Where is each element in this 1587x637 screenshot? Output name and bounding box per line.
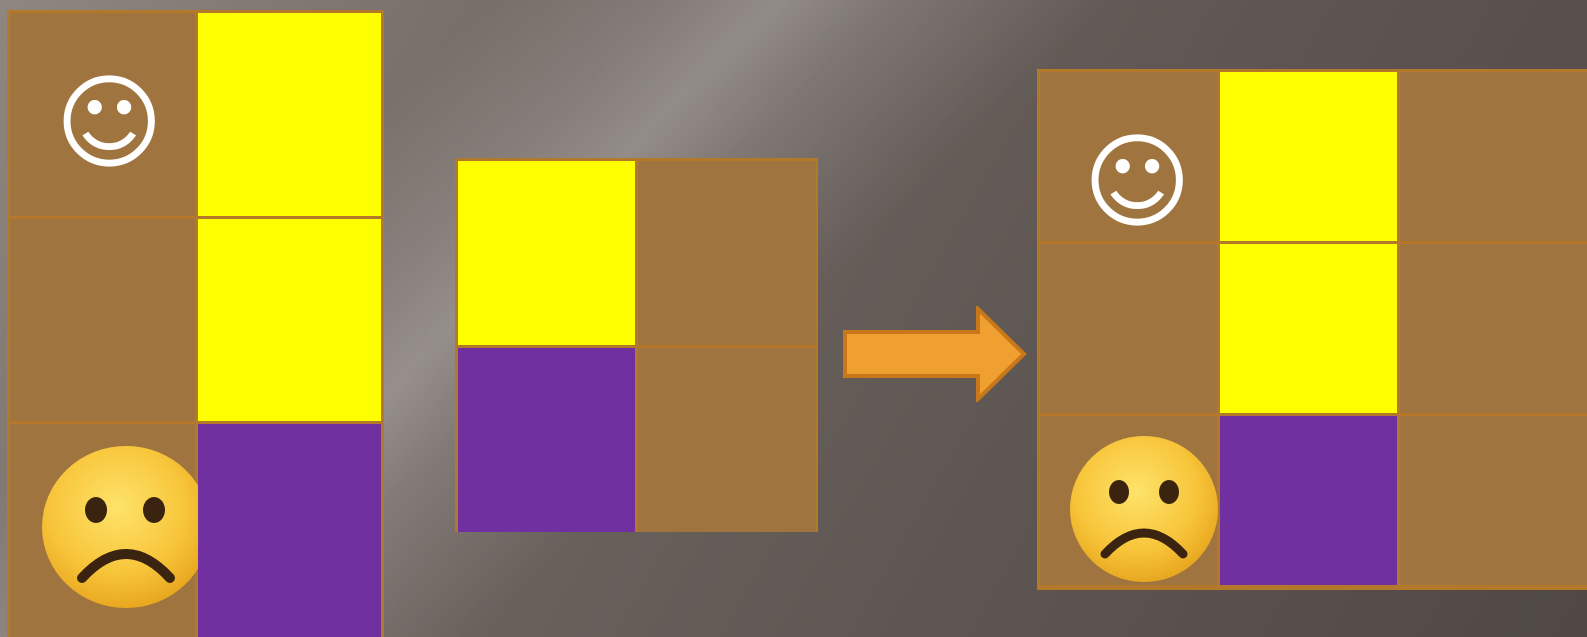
grid-left-cell-r1c2 (198, 13, 381, 216)
smile-icon: ☺ (1083, 121, 1192, 243)
grid-left-cell-r3c2 (198, 424, 381, 637)
grid-middle-cell-r2c2 (638, 348, 816, 532)
grid-left-cell-r3c1 (10, 424, 210, 637)
grid-left-cell-r2c2 (198, 219, 381, 421)
grid-right-cell-r3c1 (1040, 416, 1218, 585)
grid-middle-cell-r1c2 (638, 161, 816, 345)
right-arrow-icon (843, 306, 1027, 402)
grid-right: ☺ (1037, 69, 1587, 590)
grid-right-cell-r3c3 (1400, 416, 1587, 585)
grid-middle-cell-r1c1 (458, 161, 635, 345)
grid-middle-cell-r2c1 (458, 348, 635, 532)
grid-right-cell-r2c3 (1400, 244, 1587, 413)
grid-right-cell-r2c2 (1220, 244, 1397, 413)
grid-left-cell-r1c1: ☺ (10, 13, 195, 216)
grid-right-cell-r1c1: ☺ (1040, 72, 1217, 241)
grid-right-cell-r1c2 (1220, 72, 1397, 241)
grid-middle (455, 158, 818, 532)
frown-face-icon (1070, 436, 1218, 582)
smile-icon: ☺ (55, 62, 164, 184)
grid-left-cell-r2c1 (10, 219, 195, 421)
grid-right-cell-r2c1 (1040, 244, 1217, 413)
grid-right-cell-r1c3 (1400, 72, 1587, 241)
grid-left: ☺ (7, 10, 384, 637)
frown-face-icon (42, 446, 210, 608)
grid-right-cell-r3c2 (1220, 416, 1397, 585)
